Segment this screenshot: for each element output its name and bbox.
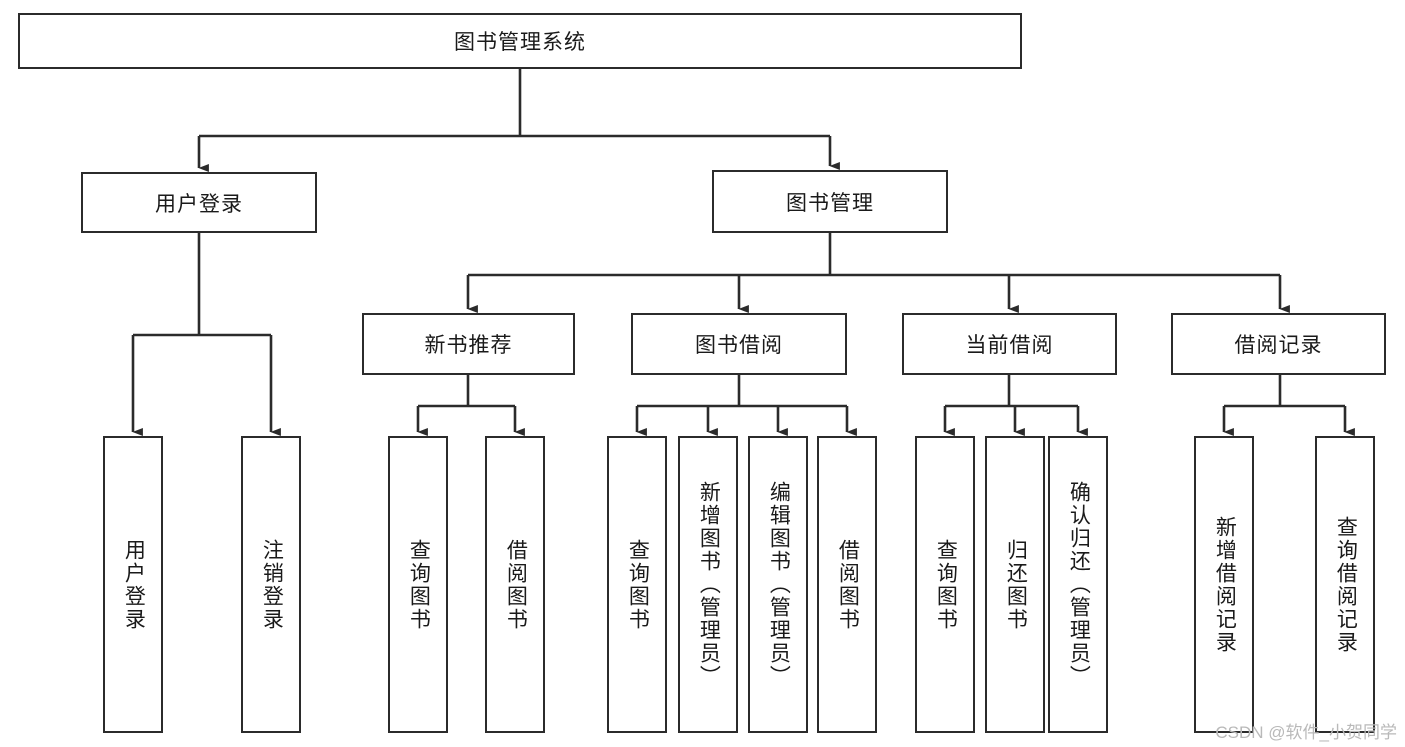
leaf-book-borrow-query-book[interactable]: 查询图书 [607, 436, 667, 733]
leaf-new-book-borrow-book[interactable]: 借阅图书 [485, 436, 545, 733]
node-label: 图书管理系统 [454, 31, 586, 54]
node-book-borrow[interactable]: 图书借阅 [631, 313, 847, 375]
node-borrow-records[interactable]: 借阅记录 [1171, 313, 1386, 375]
node-label: 注销登录 [260, 538, 284, 631]
node-root-book-management-system[interactable]: 图书管理系统 [18, 13, 1022, 69]
node-label: 新增借阅记录 [1213, 515, 1237, 654]
leaf-current-borrow-confirm-return-admin[interactable]: 确认归还（管理员） [1048, 436, 1108, 733]
leaf-current-borrow-return-book[interactable]: 归还图书 [985, 436, 1045, 733]
node-label: 查询图书 [407, 538, 431, 631]
node-label: 用户登录 [122, 538, 146, 631]
node-new-book-recommend[interactable]: 新书推荐 [362, 313, 575, 375]
leaf-current-borrow-query-book[interactable]: 查询图书 [915, 436, 975, 733]
csdn-watermark: CSDN @软件_小贺同学 [1215, 723, 1397, 742]
node-user-login[interactable]: 用户登录 [81, 172, 317, 233]
leaf-user-login-login[interactable]: 用户登录 [103, 436, 163, 733]
node-label: 用户登录 [155, 192, 243, 216]
node-label: 新增图书（管理员） [697, 481, 721, 688]
node-label: 编辑图书（管理员） [767, 481, 791, 688]
node-current-borrow[interactable]: 当前借阅 [902, 313, 1117, 375]
leaf-borrow-records-add-record[interactable]: 新增借阅记录 [1194, 436, 1254, 733]
node-label: 查询图书 [626, 538, 650, 631]
node-label: 查询图书 [934, 538, 958, 631]
node-label: 当前借阅 [965, 334, 1054, 357]
node-label: 查询借阅记录 [1334, 515, 1358, 654]
leaf-book-borrow-borrow-book[interactable]: 借阅图书 [817, 436, 877, 733]
leaf-book-borrow-add-book-admin[interactable]: 新增图书（管理员） [678, 436, 738, 733]
node-book-management[interactable]: 图书管理 [712, 170, 948, 233]
node-label: 借阅图书 [836, 538, 860, 631]
leaf-user-login-logout[interactable]: 注销登录 [241, 436, 301, 733]
node-label: 图书管理 [786, 191, 874, 215]
node-label: 借阅记录 [1234, 334, 1323, 357]
node-label: 新书推荐 [424, 334, 513, 357]
node-label: 借阅图书 [504, 538, 528, 631]
node-label: 归还图书 [1004, 538, 1028, 631]
leaf-new-book-query-book[interactable]: 查询图书 [388, 436, 448, 733]
node-label: 确认归还（管理员） [1067, 481, 1091, 688]
leaf-borrow-records-query-record[interactable]: 查询借阅记录 [1315, 436, 1375, 733]
leaf-book-borrow-edit-book-admin[interactable]: 编辑图书（管理员） [748, 436, 808, 733]
node-label: 图书借阅 [695, 334, 783, 357]
